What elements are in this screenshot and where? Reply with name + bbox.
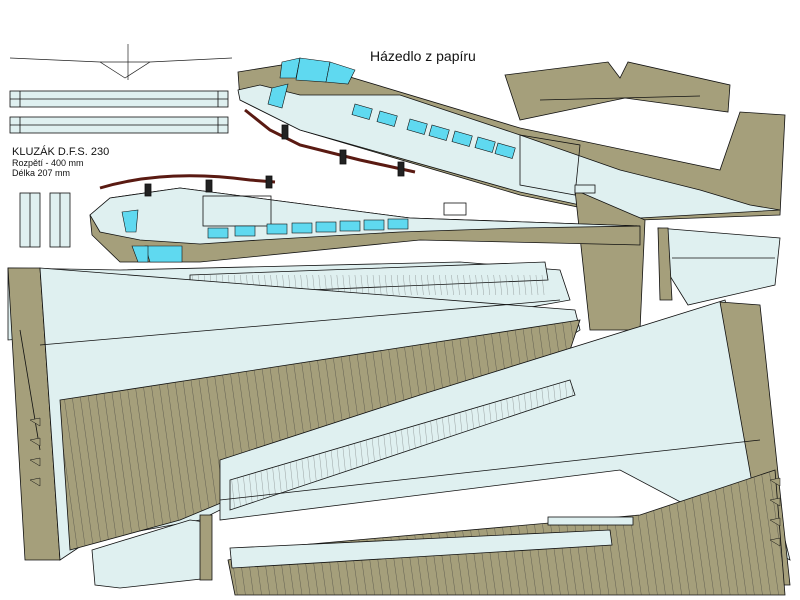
sheet-title: Házedlo z papíru xyxy=(370,48,476,64)
glue-tabs xyxy=(29,417,781,547)
wing-right-upper-panel xyxy=(219,299,791,586)
horizontal-tail-part xyxy=(504,61,731,121)
span-label: Rozpětí - 400 mm xyxy=(12,158,84,168)
wing-strips xyxy=(9,90,229,134)
wing-left-upper-panel xyxy=(7,261,581,561)
front-view-wing-diagram xyxy=(9,44,233,80)
wing-right-lower-panel xyxy=(227,469,786,596)
length-label: Délka 207 mm xyxy=(12,168,71,178)
strut-strips xyxy=(19,192,71,248)
fuselage-side-lower xyxy=(89,174,641,263)
elevator-part-right xyxy=(657,227,781,306)
model-name: KLUZÁK D.F.S. 230 xyxy=(12,146,110,158)
aileron-part-left xyxy=(91,514,213,589)
